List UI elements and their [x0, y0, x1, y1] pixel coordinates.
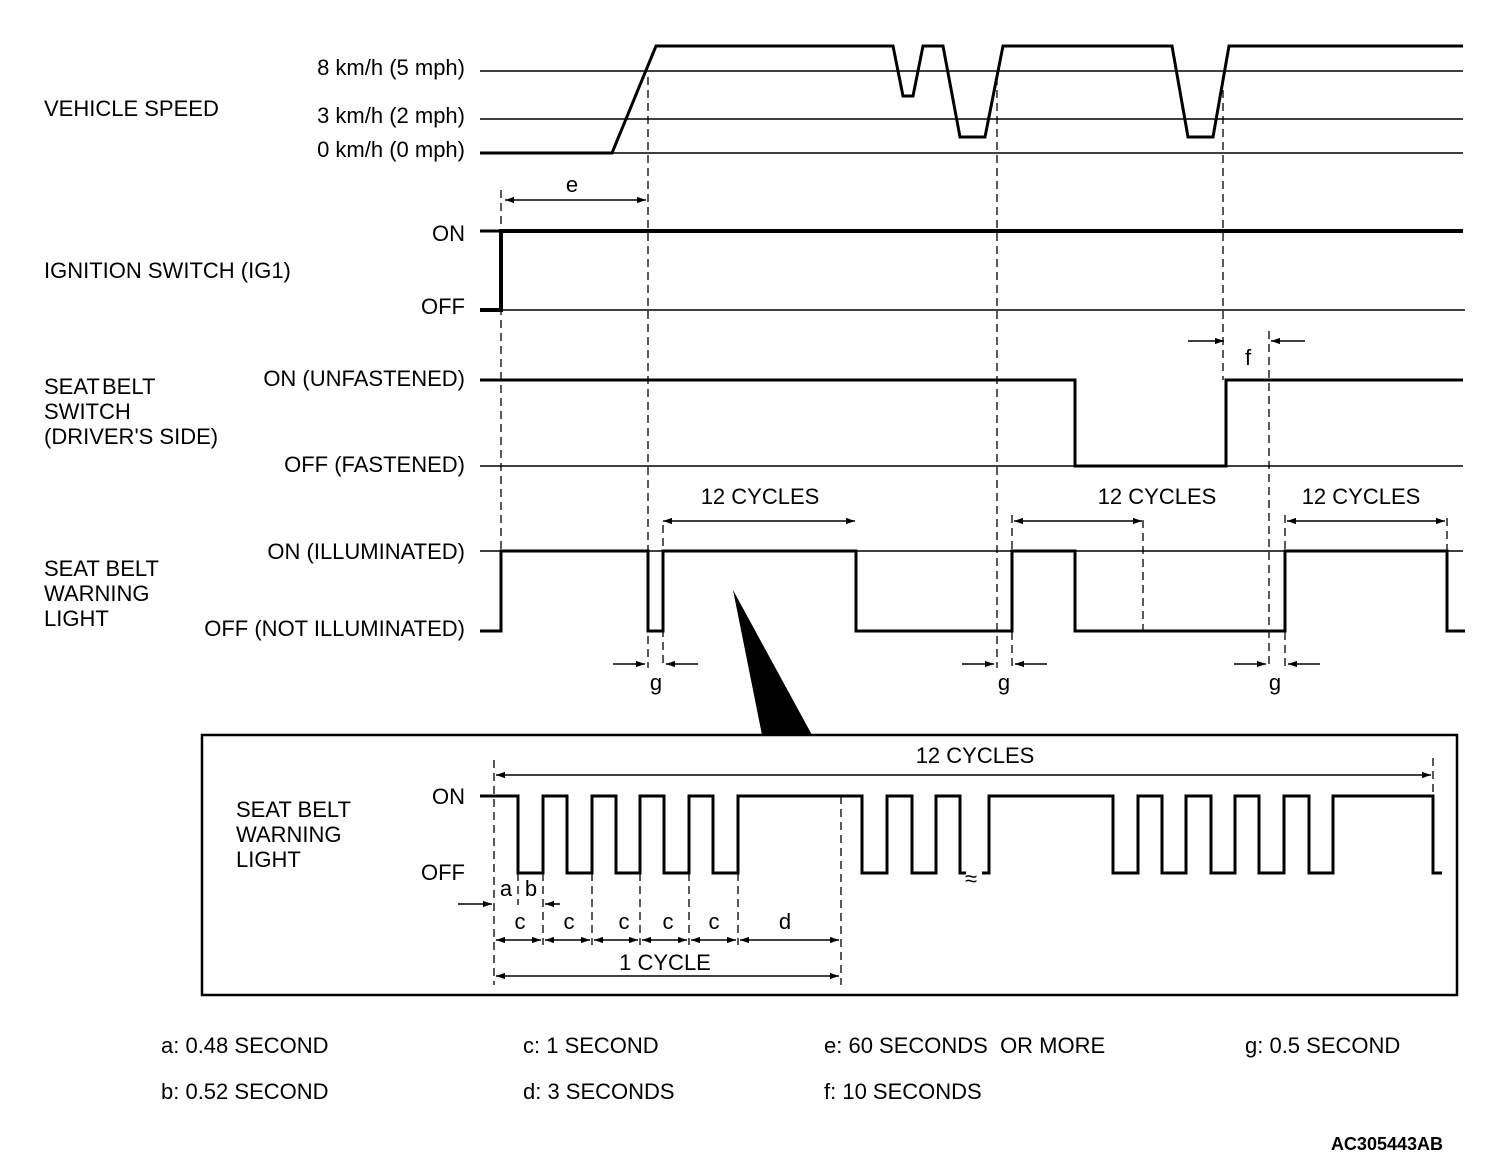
- detail-c1-label: c: [515, 909, 526, 934]
- detail-label-2: WARNING: [236, 822, 342, 847]
- warning-light-row: SEAT BELT WARNING LIGHT ON (ILLUMINATED)…: [44, 539, 1465, 641]
- light-level-on: ON (ILLUMINATED): [267, 539, 465, 564]
- warning-light-label-3: LIGHT: [44, 606, 109, 631]
- seat-belt-switch-row: SEAT BELT SWITCH ON (UNFASTENED) OFF (FA…: [44, 366, 1463, 477]
- dimension-f-label: f: [1245, 345, 1252, 370]
- g2-label: g: [998, 670, 1010, 695]
- speed-level-8: 8 km/h (5 mph): [317, 55, 465, 80]
- vehicle-speed-label: VEHICLE SPEED: [44, 96, 219, 121]
- detail-label-3: LIGHT: [236, 847, 301, 872]
- g1-label: g: [650, 670, 662, 695]
- vehicle-speed-row: VEHICLE SPEED 8 km/h (5 mph) 3 km/h (2 m…: [44, 44, 1463, 162]
- warning-light-trace: [480, 549, 1465, 633]
- g3-label: g: [1269, 670, 1281, 695]
- detail-c2-label: c: [564, 909, 575, 934]
- detail-one-cycle-label: 1 CYCLE: [619, 950, 711, 975]
- detail-d-label: d: [779, 909, 791, 934]
- legend-d: d: 3 SECONDS: [523, 1079, 675, 1104]
- detail-c3-label: c: [619, 909, 630, 934]
- callout-pointer: [733, 590, 812, 735]
- figure-code: AC305443AB: [1331, 1134, 1443, 1154]
- detail-level-off: OFF: [421, 860, 465, 885]
- vehicle-speed-trace: [480, 44, 1463, 155]
- detail-label-1: SEAT BELT: [236, 797, 351, 822]
- dimension-f: f: [1188, 337, 1305, 370]
- g-dimensions: g g g: [613, 660, 1320, 695]
- cycles-3-label: 12 CYCLES: [1302, 484, 1421, 509]
- ignition-row: IGNITION SWITCH (IG1) ON OFF: [44, 221, 1465, 319]
- legend-g: g: 0.5 SECOND: [1245, 1033, 1400, 1058]
- switch-level-on: ON (UNFASTENED): [263, 366, 465, 391]
- dimension-e: e: [505, 172, 646, 204]
- detail-c4-label: c: [663, 909, 674, 934]
- speed-level-0: 0 km/h (0 mph): [317, 137, 465, 162]
- dimension-e-label: e: [566, 172, 578, 197]
- detail-break-mark: ≈: [965, 866, 977, 891]
- cycles-2-label: 12 CYCLES: [1098, 484, 1217, 509]
- detail-box-frame: [200, 733, 1459, 997]
- guide-lines: [500, 77, 1448, 668]
- seat-belt-switch-label-2: BELT: [102, 374, 155, 399]
- legend-b: b: 0.52 SECOND: [161, 1079, 329, 1104]
- detail-box: SEAT BELT WARNING LIGHT ON OFF ≈ 12 CYCL…: [200, 733, 1459, 997]
- ignition-trace: [480, 229, 1463, 312]
- speed-level-3: 3 km/h (2 mph): [317, 103, 465, 128]
- cycles-dimensions: 12 CYCLES 12 CYCLES 12 CYCLES: [663, 484, 1445, 525]
- detail-cycles-label: 12 CYCLES: [916, 743, 1035, 768]
- light-level-off: OFF (NOT ILLUMINATED): [204, 616, 465, 641]
- legend-a: a: 0.48 SECOND: [161, 1033, 329, 1058]
- detail-c5-label: c: [709, 909, 720, 934]
- seat-belt-switch-label-3: SWITCH: [44, 399, 131, 424]
- legend-f: f: 10 SECONDS: [824, 1079, 982, 1104]
- warning-light-label-1: SEAT BELT: [44, 556, 159, 581]
- ignition-label: IGNITION SWITCH (IG1): [44, 258, 291, 283]
- switch-level-off: OFF (FASTENED): [284, 452, 465, 477]
- detail-a-label: a: [500, 876, 513, 901]
- detail-pulse-trace-2: [982, 794, 1442, 875]
- seat-belt-switch-trace: [480, 378, 1463, 468]
- ignition-level-on: ON: [432, 221, 465, 246]
- legend-c: c: 1 SECOND: [523, 1033, 659, 1058]
- warning-light-label-2: WARNING: [44, 581, 150, 606]
- legend-e: e: 60 SECONDS OR MORE: [824, 1033, 1105, 1058]
- seat-belt-switch-label-4: (DRIVER'S SIDE): [44, 424, 218, 449]
- cycles-1-label: 12 CYCLES: [701, 484, 820, 509]
- detail-level-on: ON: [432, 784, 465, 809]
- detail-pulse-trace-1: [480, 794, 966, 875]
- detail-b-label: b: [525, 876, 537, 901]
- seat-belt-switch-label-1: SEAT: [44, 374, 100, 399]
- ignition-level-off: OFF: [421, 294, 465, 319]
- legend: a: 0.48 SECOND b: 0.52 SECOND c: 1 SECON…: [161, 1033, 1400, 1104]
